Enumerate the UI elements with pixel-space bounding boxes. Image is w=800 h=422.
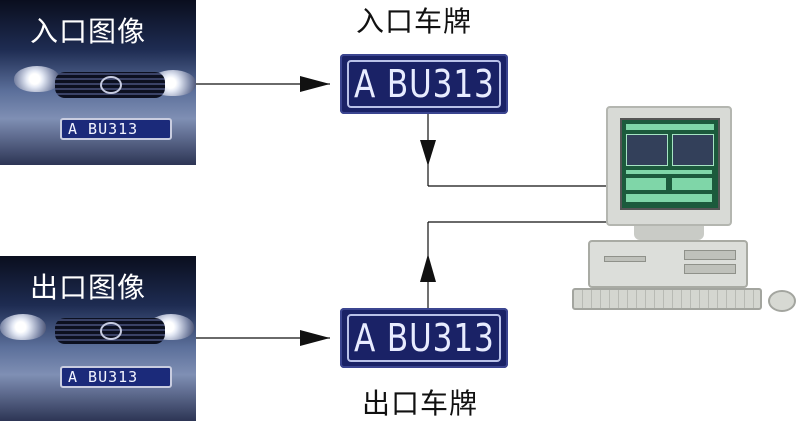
exit-car-photo: 出口图像 A BU313 xyxy=(0,256,196,421)
screen-row xyxy=(626,170,712,174)
screen-car-image xyxy=(626,134,668,166)
headlight-icon xyxy=(14,66,60,92)
exit-image-caption: 出口图像 xyxy=(30,271,147,304)
plate-frame xyxy=(347,314,501,362)
arrow-down-icon xyxy=(420,140,436,166)
headlight-icon xyxy=(0,314,46,340)
exit-license-plate: A BU313 xyxy=(340,308,508,368)
entrance-car-plate: A BU313 xyxy=(60,118,172,140)
entrance-license-plate: A BU313 xyxy=(340,54,508,114)
screen-field xyxy=(626,178,666,190)
entrance-plate-number: A BU313 xyxy=(354,62,495,106)
screen-car-image xyxy=(672,134,714,166)
monitor-screen xyxy=(620,118,720,210)
entrance-car-photo: 入口图像 A BU313 xyxy=(0,0,196,165)
car-emblem-icon xyxy=(100,322,122,340)
drive-bay xyxy=(684,264,736,274)
arrow-up-icon xyxy=(420,254,436,282)
computer-monitor-icon xyxy=(606,106,732,226)
exit-plate-number: A BU313 xyxy=(354,316,495,360)
exit-plate-label: 出口车牌 xyxy=(362,387,479,420)
screen-title-bar xyxy=(626,124,714,130)
computer-case-icon xyxy=(588,240,748,288)
arrow-right-icon xyxy=(300,76,330,92)
screen-field xyxy=(672,178,712,190)
entrance-plate-label: 入口车牌 xyxy=(356,5,473,38)
exit-car-plate: A BU313 xyxy=(60,366,172,388)
mouse-icon xyxy=(768,290,796,312)
car-emblem-icon xyxy=(100,76,122,94)
arrow-right-icon xyxy=(300,330,330,346)
vent xyxy=(604,256,646,262)
drive-bay xyxy=(684,250,736,260)
screen-row xyxy=(626,194,712,202)
keyboard-icon xyxy=(572,288,762,310)
entrance-image-caption: 入口图像 xyxy=(30,15,147,48)
monitor-stand xyxy=(634,226,704,240)
plate-frame xyxy=(347,60,501,108)
